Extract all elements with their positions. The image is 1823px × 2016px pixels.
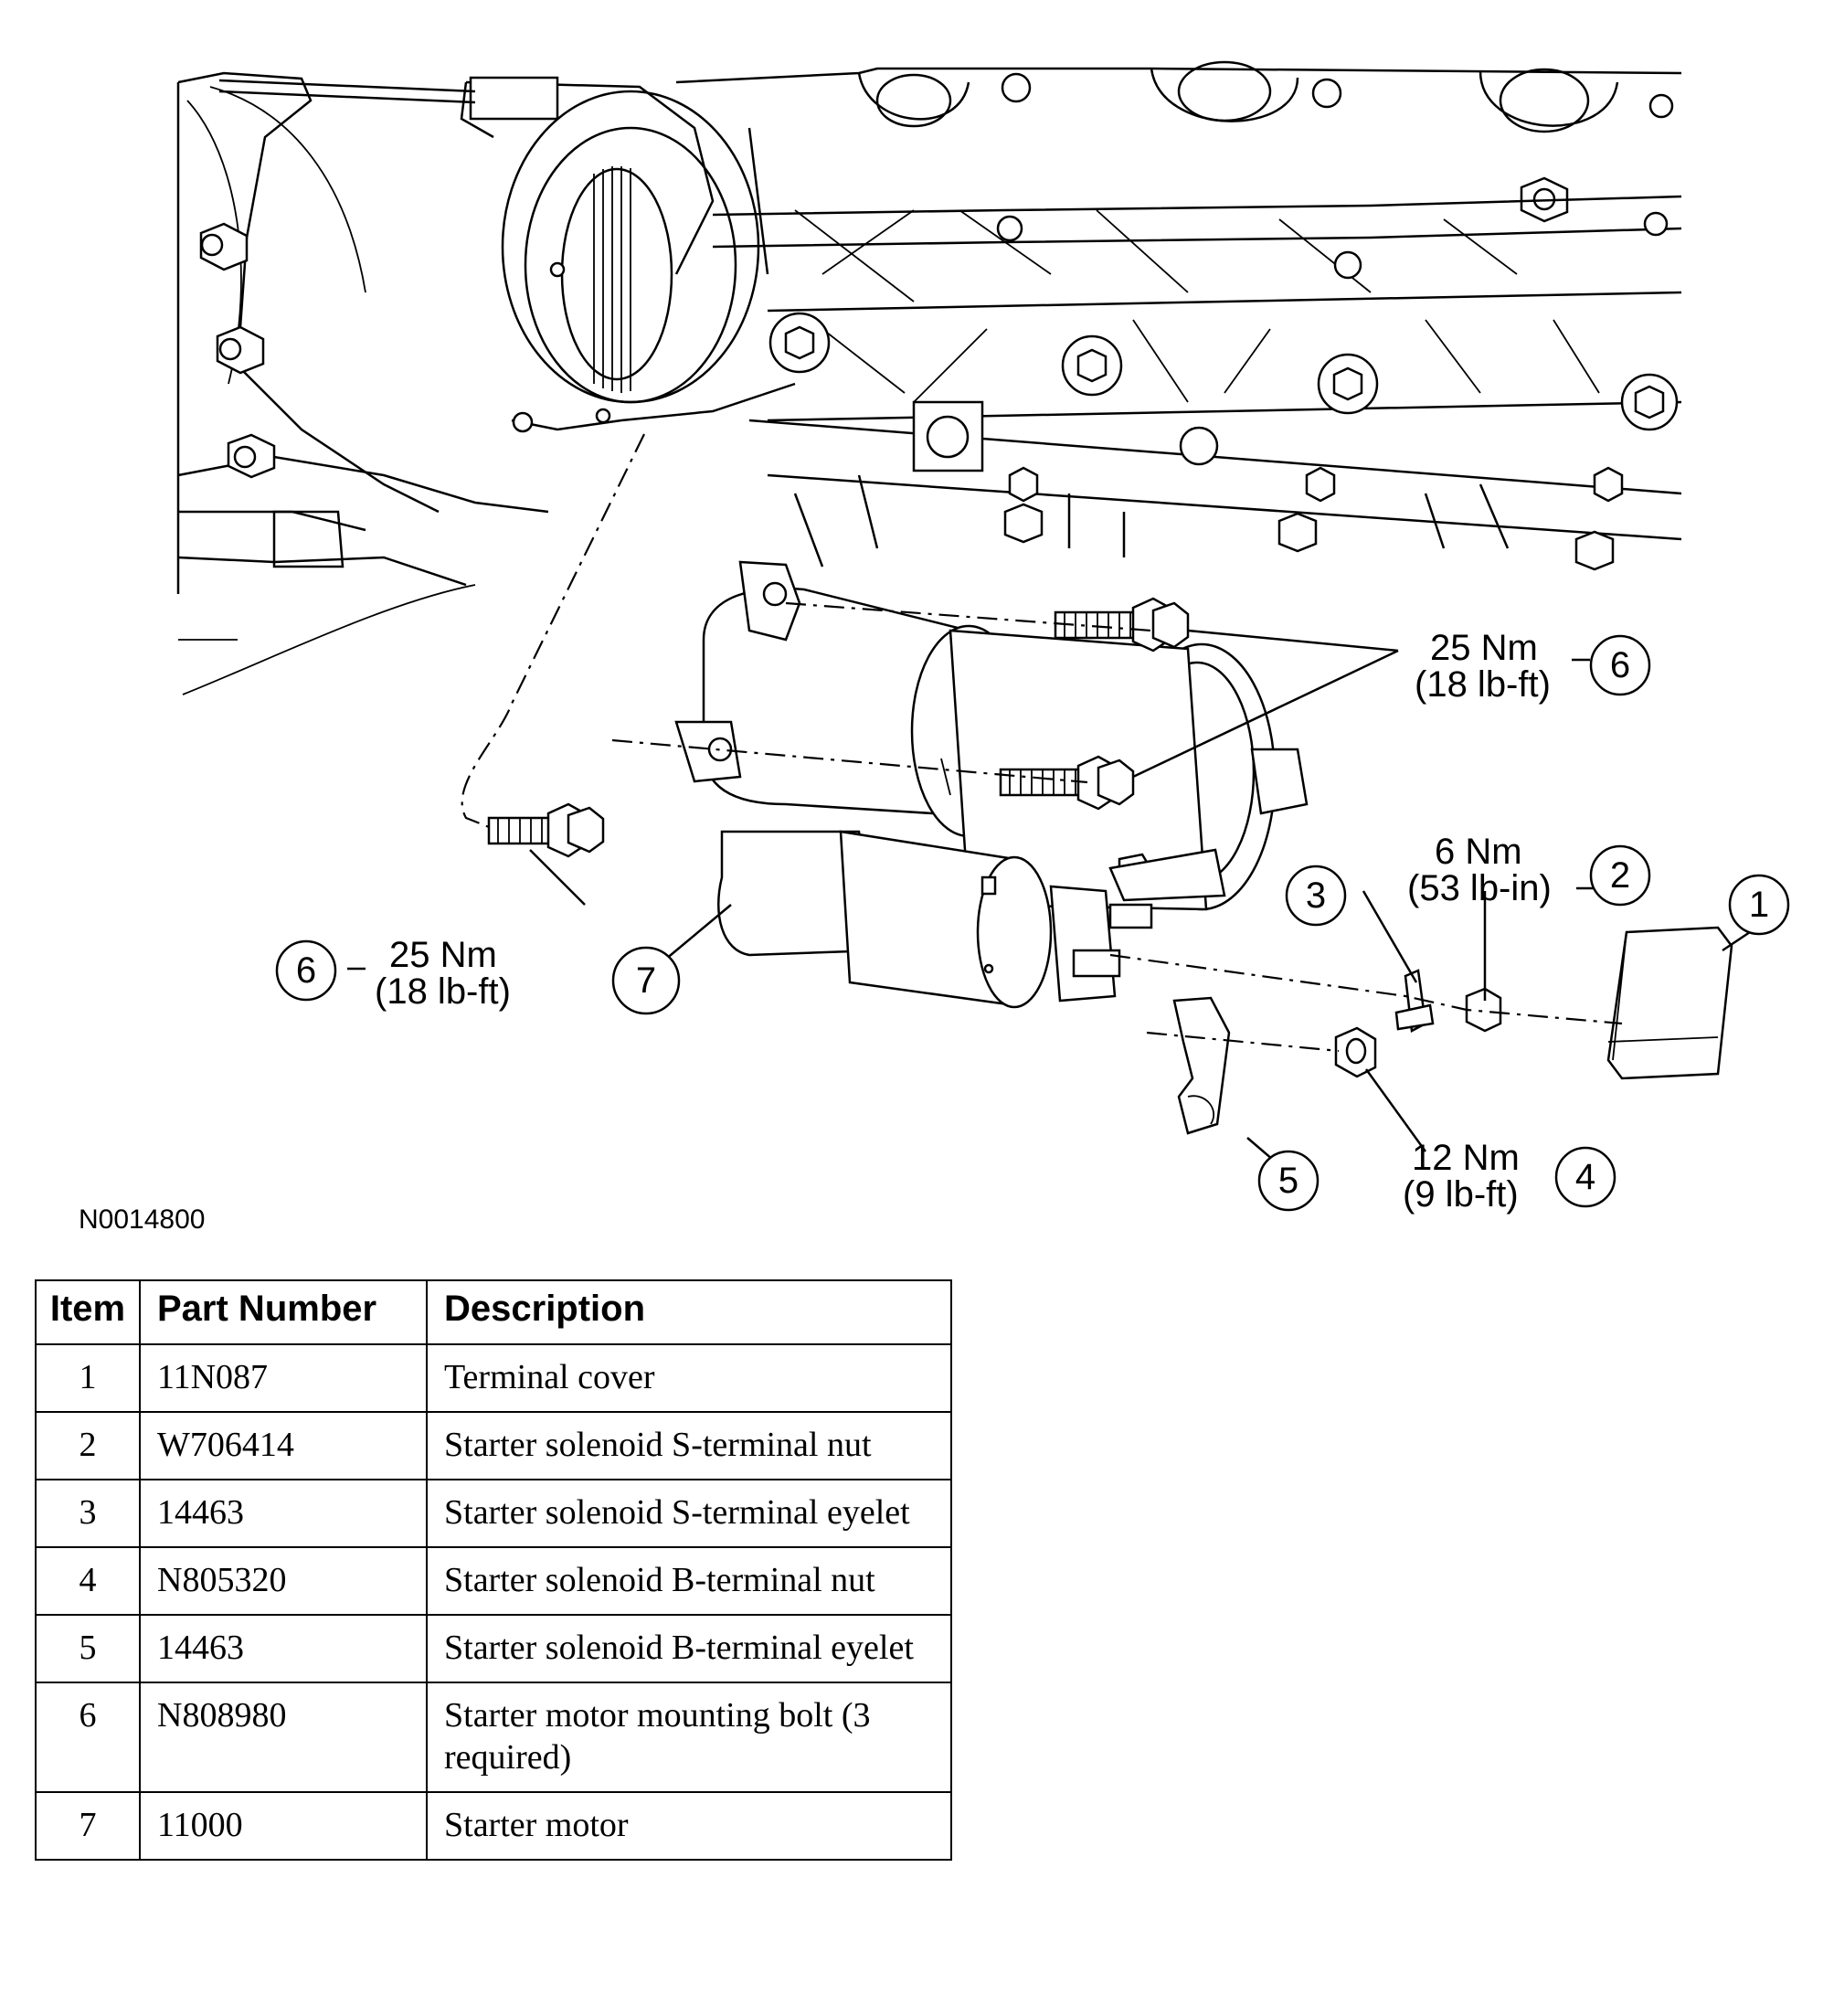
cell-description: Starter motor mounting bolt (3 required) — [426, 1682, 952, 1793]
rail-bolt-icon — [1317, 353, 1379, 415]
callout-number: 6 — [296, 950, 316, 991]
callout-number: 2 — [1610, 855, 1630, 896]
cell-part-number: W706414 — [139, 1411, 428, 1480]
table-row: 4 N805320 Starter solenoid B-terminal nu… — [35, 1546, 952, 1616]
torque-nm-label: 6 Nm — [1435, 832, 1522, 872]
cell-part-number: N808980 — [139, 1682, 428, 1793]
cell-item: 4 — [35, 1546, 141, 1616]
starter-motor-illustration — [674, 560, 1309, 1009]
cell-item: 1 — [35, 1343, 141, 1413]
table-row: 6 N808980 Starter motor mounting bolt (3… — [35, 1682, 952, 1793]
callout-number: 5 — [1278, 1161, 1298, 1201]
callout-5: 5 — [1257, 1150, 1320, 1212]
torque-imperial-label: (53 lb-in) — [1407, 868, 1552, 908]
cell-description: Terminal cover — [426, 1343, 952, 1413]
column-header-item: Item — [35, 1279, 141, 1345]
callout-4: 12 Nm (9 lb-ft) 4 — [1403, 1138, 1616, 1215]
rail-bolt-icon — [1061, 334, 1123, 397]
drawing-id: N0014800 — [79, 1204, 206, 1235]
column-header-description: Description — [426, 1279, 952, 1345]
b-terminal-eyelet — [1172, 996, 1231, 1135]
callout-1: 1 — [1728, 874, 1790, 936]
assembly-centerlines — [461, 433, 1623, 1053]
cell-description: Starter solenoid S-terminal nut — [426, 1411, 952, 1480]
table-row: 5 14463 Starter solenoid B-terminal eyel… — [35, 1614, 952, 1683]
parts-table: Item Part Number Description 1 11N087 Te… — [35, 1279, 952, 1861]
cell-part-number: 14463 — [139, 1479, 428, 1548]
table-header-row: Item Part Number Description — [35, 1279, 952, 1345]
cell-item: 5 — [35, 1614, 141, 1683]
cell-description: Starter solenoid S-terminal eyelet — [426, 1479, 952, 1548]
torque-imperial-label: (18 lb-ft) — [375, 971, 511, 1012]
mounting-bolt-lower — [487, 802, 605, 858]
cell-part-number: N805320 — [139, 1546, 428, 1616]
mounting-bolt-middle — [999, 755, 1135, 811]
table-row: 7 11000 Starter motor — [35, 1791, 952, 1861]
torque-nm-label: 12 Nm — [1412, 1138, 1520, 1178]
cell-item: 6 — [35, 1682, 141, 1793]
housing-bolt-icon — [227, 433, 276, 479]
callout-2: 6 Nm (53 lb-in) 2 — [1407, 832, 1651, 908]
torque-nm-label: 25 Nm — [1430, 628, 1538, 668]
cell-part-number: 14463 — [139, 1614, 428, 1683]
cell-description: Starter motor — [426, 1791, 952, 1861]
terminal-cover — [1606, 926, 1733, 1080]
table-row: 1 11N087 Terminal cover — [35, 1343, 952, 1413]
callout-number: 1 — [1749, 885, 1769, 925]
cell-item: 2 — [35, 1411, 141, 1480]
callout-6-upper: 25 Nm (18 lb-ft) 6 — [1415, 628, 1651, 705]
torque-imperial-label: (18 lb-ft) — [1415, 664, 1551, 705]
housing-bolt-icon — [216, 325, 265, 375]
cell-item: 7 — [35, 1791, 141, 1861]
cell-part-number: 11N087 — [139, 1343, 428, 1413]
torque-imperial-label: (9 lb-ft) — [1403, 1174, 1519, 1215]
callout-number: 7 — [636, 960, 656, 1001]
mounting-bolt-upper — [1054, 597, 1190, 653]
s-terminal-eyelet — [1394, 969, 1435, 1033]
torque-nm-label: 25 Nm — [389, 935, 497, 975]
callout-7: 7 — [611, 946, 681, 1015]
cell-item: 3 — [35, 1479, 141, 1548]
column-header-part-number: Part Number — [139, 1279, 428, 1345]
cell-description: Starter solenoid B-terminal eyelet — [426, 1614, 952, 1683]
engine-block-illustration — [176, 60, 1682, 695]
cell-part-number: 11000 — [139, 1791, 428, 1861]
callout-number: 3 — [1306, 875, 1326, 916]
table-row: 3 14463 Starter solenoid S-terminal eyel… — [35, 1479, 952, 1548]
callout-6-lower: 25 Nm (18 lb-ft) 6 — [275, 935, 511, 1012]
callout-number: 4 — [1575, 1157, 1595, 1197]
cell-description: Starter solenoid B-terminal nut — [426, 1546, 952, 1616]
callout-number: 6 — [1610, 645, 1630, 685]
callout-3: 3 — [1285, 865, 1347, 927]
housing-bolt-icon — [199, 222, 249, 271]
rail-bolt-icon — [768, 312, 831, 374]
exploded-view-diagram: 25 Nm (18 lb-ft) 6 6 Nm (53 lb-in) 2 12 … — [176, 60, 1790, 1215]
rail-bolt-icon — [1620, 373, 1679, 431]
table-row: 2 W706414 Starter solenoid S-terminal nu… — [35, 1411, 952, 1480]
b-terminal-nut — [1334, 1026, 1377, 1078]
s-terminal-nut — [1465, 987, 1502, 1033]
